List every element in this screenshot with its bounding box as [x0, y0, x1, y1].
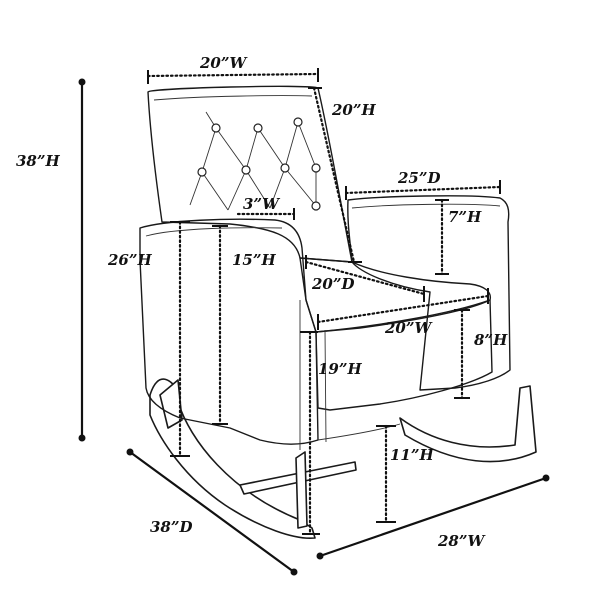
seat-depth-label: 20”D [311, 275, 355, 293]
endpoint-dot [78, 434, 86, 442]
left-arm-seam [145, 227, 283, 237]
endpoint-dot [126, 448, 134, 456]
endpoint-dot [290, 568, 298, 576]
dimension-lines [78, 68, 550, 576]
back-width-line [146, 72, 320, 78]
backrest-top-seam [153, 95, 313, 101]
seat-depth-line [304, 260, 426, 296]
seat-thickness-label: 8”H [474, 331, 508, 349]
tuft-button [293, 117, 303, 127]
overall-width-label: 28”W [437, 532, 487, 550]
dimension-labels: 20”W 20”H 38”H 25”D 3”W 7”H 26”H 15”H 20… [16, 54, 508, 550]
right-arm-seam [351, 203, 501, 209]
rocker-base [149, 378, 537, 539]
endpoint-dot [316, 552, 324, 560]
right-rocker [399, 385, 537, 463]
tuft-button [211, 123, 221, 133]
endpoint-dot [542, 474, 550, 482]
overall-depth-label: 38”D [150, 518, 193, 536]
arm-depth-label: 25”D [397, 169, 441, 187]
overall-depth-line [129, 451, 295, 573]
floor-clearance-label: 11”H [390, 446, 435, 464]
front-leg-rail [295, 451, 308, 529]
arm-depth-line [344, 185, 502, 195]
overall-height-label: 38”H [16, 152, 61, 170]
seat-front [315, 299, 493, 411]
tufting [189, 111, 321, 211]
arm-inner-height-label: 15”H [232, 251, 277, 269]
back-height-label: 20”H [331, 101, 377, 119]
arm-height-label: 26”H [107, 251, 153, 269]
tuft-button [280, 163, 290, 173]
tuft-button [253, 123, 263, 133]
left-arm-front-edge [299, 300, 327, 450]
seat-height-label: 19”H [318, 360, 363, 378]
tuft-button [241, 165, 251, 175]
backrest [147, 85, 353, 263]
overall-width-line [319, 476, 547, 558]
tuft-button [197, 167, 207, 177]
seat-width-line [316, 294, 490, 324]
chair-illustration [139, 85, 537, 539]
armrest-height-label: 7”H [448, 208, 482, 226]
back-height-line [312, 86, 356, 264]
tuft-button [311, 163, 321, 173]
endpoint-dot [78, 78, 86, 86]
right-arm [347, 195, 511, 391]
arm-width-label: 3”W [243, 195, 281, 213]
tuft-button [311, 201, 321, 211]
back-width-label: 20”W [199, 54, 249, 72]
left-arm [139, 218, 319, 445]
seat-width-label: 20”W [384, 319, 434, 337]
